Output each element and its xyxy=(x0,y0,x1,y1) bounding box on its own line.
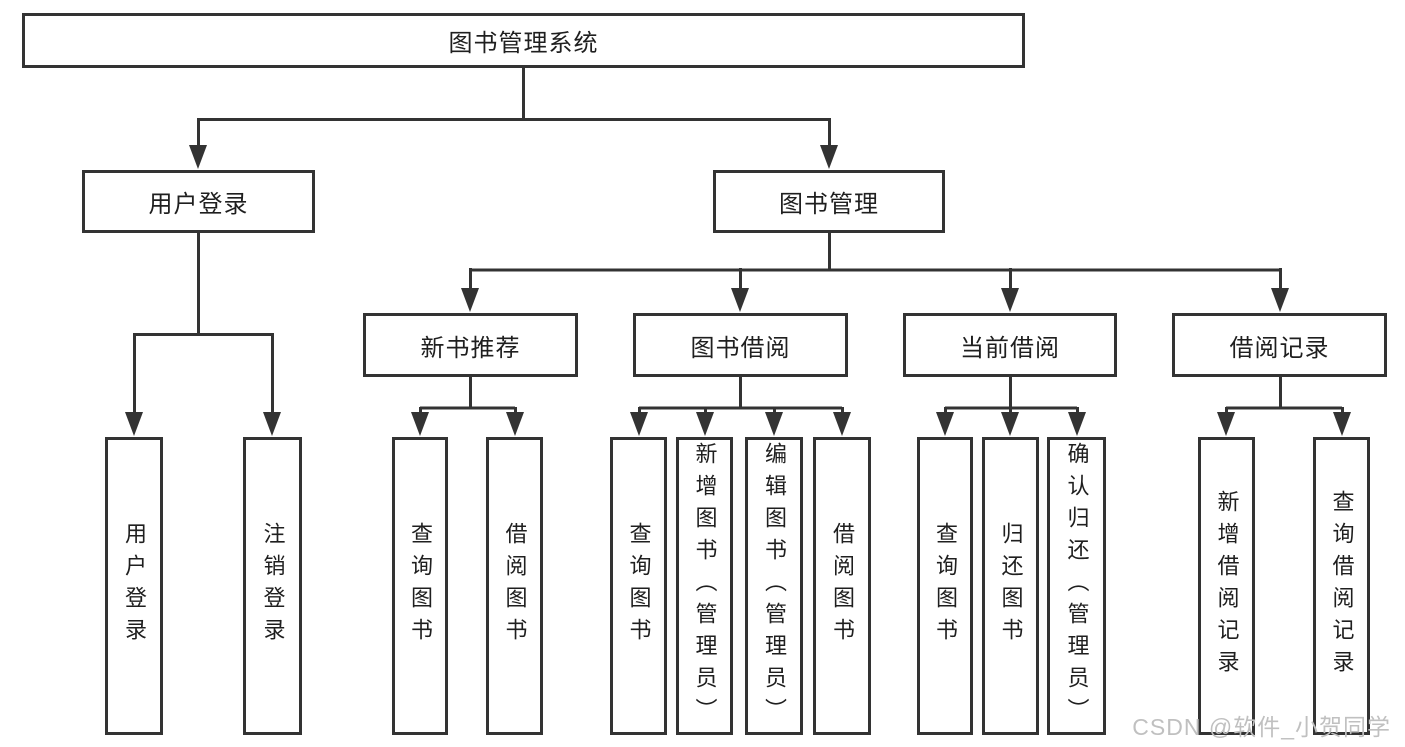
connector-root-to-level2 xyxy=(189,68,838,169)
connector-borrow-records-children xyxy=(1217,377,1351,436)
leaf-query-book-under-recommend: 查询图书 xyxy=(392,437,448,735)
leaf-query-book-under-borrow: 查询图书 xyxy=(610,437,667,735)
node-library-management-system: 图书管理系统 xyxy=(22,13,1025,68)
connector-book-management-children xyxy=(461,233,1289,312)
node-borrow-records: 借阅记录 xyxy=(1172,313,1387,377)
node-label: 图书借阅 xyxy=(690,334,791,362)
connector-user-login-children xyxy=(125,233,281,436)
node-current-borrow: 当前借阅 xyxy=(903,313,1117,377)
connector-book-borrow-children xyxy=(630,377,851,436)
node-label: 新书推荐 xyxy=(420,334,521,362)
node-label: 图书管理系统 xyxy=(448,30,599,57)
connector-new-book-recommend-children xyxy=(411,377,524,436)
node-label: 借阅图书 xyxy=(502,522,528,650)
node-label: 新增图书（管理员） xyxy=(692,442,718,730)
node-label: 借阅图书 xyxy=(830,522,855,650)
leaf-edit-book-admin: 编辑图书（管理员） xyxy=(745,437,803,735)
node-label: 当前借阅 xyxy=(960,334,1060,362)
leaf-borrow-book-under-borrow: 借阅图书 xyxy=(813,437,871,735)
connector-current-borrow-children xyxy=(936,377,1086,436)
node-book-management: 图书管理 xyxy=(713,170,945,233)
node-label: 图书管理 xyxy=(779,191,879,218)
node-label: 归还图书 xyxy=(998,522,1024,650)
node-label: 编辑图书（管理员） xyxy=(762,442,787,730)
node-label: 用户登录 xyxy=(122,522,147,650)
leaf-query-book-under-current: 查询图书 xyxy=(917,437,973,735)
leaf-add-borrow-record: 新增借阅记录 xyxy=(1198,437,1255,735)
leaf-return-book: 归还图书 xyxy=(982,437,1039,735)
node-new-book-recommend: 新书推荐 xyxy=(363,313,578,377)
node-label: 借阅记录 xyxy=(1229,334,1330,362)
node-label: 查询图书 xyxy=(408,522,433,650)
node-label: 用户登录 xyxy=(148,191,249,218)
leaf-query-borrow-record: 查询借阅记录 xyxy=(1313,437,1370,735)
node-user-login: 用户登录 xyxy=(82,170,315,233)
node-label: 查询图书 xyxy=(933,522,958,650)
node-label: 查询图书 xyxy=(626,522,652,650)
node-label: 确认归还（管理员） xyxy=(1064,442,1090,730)
node-label: 注销登录 xyxy=(260,522,286,650)
node-label: 新增借阅记录 xyxy=(1214,490,1240,682)
leaf-logout-login: 注销登录 xyxy=(243,437,302,735)
csdn-watermark: CSDN @软件_小贺同学 xyxy=(1132,714,1391,740)
leaf-user-login: 用户登录 xyxy=(105,437,163,735)
node-label: 查询借阅记录 xyxy=(1329,490,1355,682)
node-book-borrow: 图书借阅 xyxy=(633,313,848,377)
leaf-confirm-return-admin: 确认归还（管理员） xyxy=(1047,437,1106,735)
leaf-add-book-admin: 新增图书（管理员） xyxy=(676,437,733,735)
leaf-borrow-book-under-recommend: 借阅图书 xyxy=(486,437,543,735)
